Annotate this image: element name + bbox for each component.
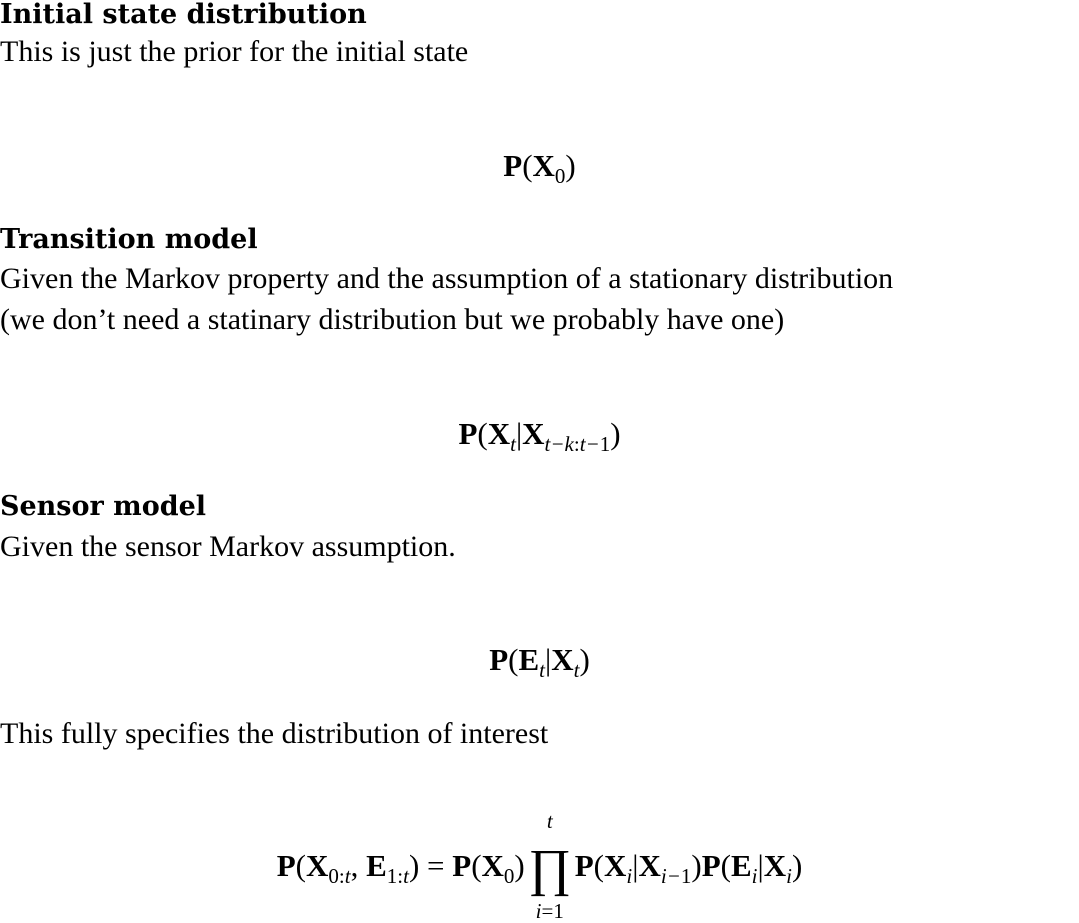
section-text-transition-line2: (we don’t need a statinary distribution … (0, 303, 785, 336)
section-text-initial-state: This is just the prior for the initial s… (0, 35, 469, 68)
section-heading-initial-state: Initial state distribution (0, 0, 367, 30)
section-text-sensor-model: Given the sensor Markov assumption. (0, 530, 456, 563)
equation-transition: P(Xt|Xt−k:t−1) (458, 416, 621, 456)
section-heading-sensor-model: Sensor model (0, 491, 207, 522)
section-text-transition-line1: Given the Markov property and the assump… (0, 262, 894, 295)
section-heading-transition-model: Transition model (0, 224, 258, 255)
closing-text: This fully specifies the distribution of… (0, 717, 549, 750)
equation-prior: P(X0) (503, 148, 576, 188)
equation-sensor: P(Et|Xt) (489, 642, 590, 682)
product-operator: t∏i=1 (528, 808, 572, 923)
